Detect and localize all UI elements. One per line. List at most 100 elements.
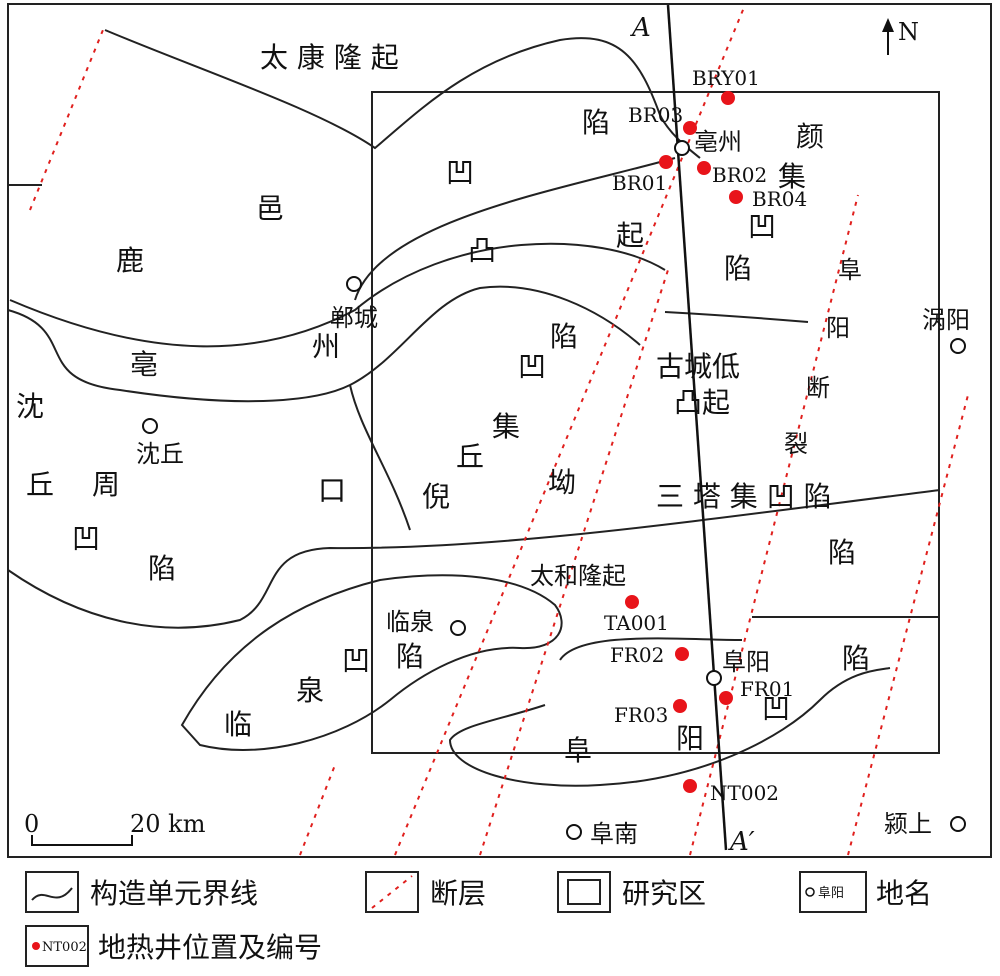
region-label: 凸起 [674, 386, 730, 419]
region-label: 凹 [762, 692, 790, 725]
place-marker [566, 824, 582, 840]
region-label: 古城低 [656, 350, 740, 383]
fault-sw [299, 764, 336, 856]
region-label: 太 康 隆 起 [260, 41, 399, 74]
place-label: 阜南 [590, 820, 638, 848]
region-label: 三 塔 集 凹 陷 [656, 480, 832, 513]
region-label: 陷 [582, 106, 610, 139]
place-label: 阜阳 [722, 648, 770, 676]
well-label: BR03 [628, 103, 683, 127]
boundary-bozhou [7, 285, 641, 403]
well-label: NT002 [710, 781, 779, 805]
region-label: 颜 [796, 120, 824, 153]
boundary-luyi [9, 242, 666, 348]
region-label: 裂 [784, 430, 808, 458]
place-marker [450, 620, 466, 636]
place-marker [142, 418, 158, 434]
region-label: 鹿 [116, 244, 144, 277]
section-end-label: A′ [728, 827, 755, 857]
well-marker [721, 91, 735, 105]
region-label: 阳 [676, 722, 704, 755]
region-label: 陷 [828, 536, 856, 569]
region-label: 陷 [148, 552, 176, 585]
legend-label-well: 地热井位置及编号 [98, 931, 322, 964]
region-label: 集 [492, 410, 520, 443]
well-marker [659, 155, 673, 169]
well-label: TA001 [604, 611, 669, 635]
region-labels: 太 康 隆 起 鹿 邑 亳 州 沈 丘 周 凹 陷 口 倪 丘 集 坳 凹 陷 … [16, 41, 870, 767]
region-label: 阜 [838, 256, 862, 284]
boundary-gucheng [664, 311, 809, 323]
boundary-dancheng [354, 157, 676, 301]
region-label: 邑 [256, 192, 284, 225]
well-marker [675, 647, 689, 661]
region-label: 起 [616, 219, 644, 252]
legend-label-study-area: 研究区 [622, 877, 706, 910]
boundary-nigiu [349, 384, 411, 531]
north-arrow-head [882, 18, 894, 32]
well-label: BR01 [612, 171, 667, 195]
structural-boundaries [7, 29, 941, 787]
fault-c [689, 194, 859, 856]
place-marker [950, 338, 966, 354]
region-label: 周 [92, 468, 120, 501]
region-label: 凸 [468, 234, 496, 267]
scale-bar-line [31, 835, 133, 846]
region-label: 集 [778, 160, 806, 193]
region-label: 亳 [130, 348, 158, 381]
region-label: 陷 [842, 642, 870, 675]
place-label: 亳州 [694, 128, 742, 156]
well-marker [625, 595, 639, 609]
region-label: 沈 [16, 390, 44, 423]
place-marker [950, 816, 966, 832]
boundary-taikang [104, 29, 701, 159]
place-label: 郸城 [330, 304, 378, 332]
place-markers: 亳州 郸城 涡阳 沈丘 临泉 阜阳 阜南 颍上 [136, 128, 970, 848]
boundary-fuyang [448, 637, 891, 787]
legend-well-marker [32, 942, 40, 950]
region-label: 倪 [422, 480, 450, 513]
legend-well-sample: NT002 [42, 940, 87, 955]
well-marker [673, 699, 687, 713]
region-label: 凹 [72, 522, 100, 555]
place-label: 涡阳 [922, 306, 970, 334]
study-area-box [371, 91, 940, 754]
region-label: 坳 [548, 466, 576, 499]
legend-boundary-line [31, 887, 73, 901]
well-label: BR04 [752, 187, 807, 211]
scale-distance: 20 km [130, 810, 206, 838]
region-label: 凹 [518, 350, 546, 383]
well-marker [729, 190, 743, 204]
north-label: N [898, 18, 919, 46]
well-label: FR01 [740, 677, 794, 701]
well-label: BRY01 [692, 66, 760, 90]
region-label: 断 [806, 374, 830, 402]
region-label: 口 [318, 474, 346, 507]
scale-bar: 0 20 km [24, 810, 206, 846]
place-label: 沈丘 [136, 440, 184, 468]
region-label: 丘 [456, 440, 484, 473]
legend: 构造单元界线 断层 研究区 阜阳 地名 NT002 地热井位置及编号 [25, 871, 932, 967]
map-frame [7, 3, 992, 858]
region-label: 泉 [296, 674, 324, 707]
section-start-label: A [630, 13, 651, 43]
region-label: 临 [224, 708, 252, 741]
geothermal-wells: BRY01 BR03 BR01 BR02 BR04 TA001 FR02 FR0… [604, 66, 807, 805]
place-marker [706, 670, 722, 686]
scale-zero: 0 [24, 810, 39, 838]
region-label: 州 [312, 330, 340, 363]
legend-label-fault: 断层 [430, 877, 486, 910]
boundary-linquan [180, 574, 563, 751]
legend-swatch-study-area [557, 871, 611, 913]
region-label: 阜 [564, 734, 592, 767]
fault-b [479, 269, 669, 856]
well-marker [683, 121, 697, 135]
boundary-taihe-north [7, 489, 941, 629]
legend-label-boundary: 构造单元界线 [90, 877, 258, 910]
well-label: FR02 [610, 643, 664, 667]
region-label: 陷 [550, 320, 578, 353]
region-label: 凹 [342, 644, 370, 677]
well-marker [697, 161, 711, 175]
place-marker [674, 140, 690, 156]
well-label: FR03 [614, 703, 668, 727]
